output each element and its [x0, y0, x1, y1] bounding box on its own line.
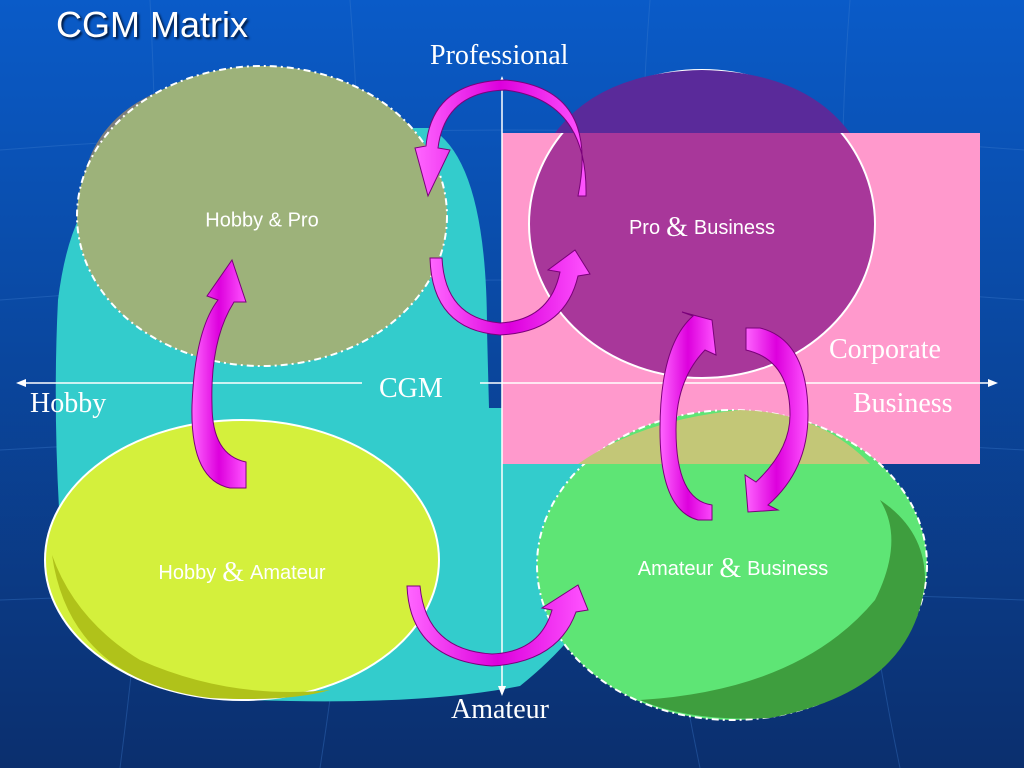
- hobby-amateur-ellipse: [44, 419, 440, 701]
- arrow-right-up: [659, 311, 717, 521]
- slide-title: CGM Matrix: [56, 4, 248, 45]
- bubble-amateur-business-left: Amateur: [637, 558, 714, 580]
- bubble-amateur-business-right: Business: [747, 558, 829, 580]
- center-label-cgm: CGM: [379, 373, 443, 404]
- bubble-label-pro-business: Pro&Business: [629, 212, 775, 244]
- cycle-arrows: [191, 79, 809, 667]
- arrow-left-up: [191, 258, 247, 489]
- pro-business-top-shade: [555, 70, 850, 133]
- horizontal-axis-left-arrowhead: [16, 379, 26, 387]
- bubble-pro-business-right: Business: [693, 217, 776, 239]
- bubble-hobby-amateur-right: Amateur: [250, 562, 326, 584]
- arrow-right-down: [744, 327, 809, 513]
- bubble-label-hobby-amateur: Hobby&Amateur: [158, 557, 325, 589]
- bubble-hobby-amateur-left: Hobby: [158, 562, 217, 584]
- arrow-top-left: [414, 79, 587, 198]
- arrow-bottom-left: [406, 584, 589, 667]
- axis-label-business: Business: [853, 388, 953, 419]
- axes: [16, 76, 998, 696]
- axis-label-professional: Professional: [430, 40, 569, 71]
- axis-label-hobby: Hobby: [30, 388, 107, 419]
- bubble-label-amateur-business: Amateur&Business: [638, 553, 829, 585]
- bubble-pro-business-amp: &: [666, 212, 688, 243]
- axis-label-amateur: Amateur: [451, 694, 549, 725]
- arrow-top-right: [429, 249, 591, 336]
- bubble-pro-business-left: Pro: [628, 217, 661, 239]
- bubble-hobby-amateur-amp: &: [222, 557, 244, 588]
- hobby-pro-ellipse: [76, 65, 448, 367]
- region-label-corporate: Corporate: [829, 334, 941, 365]
- horizontal-axis-right-arrowhead: [988, 379, 998, 387]
- amateur-business-shade: [640, 500, 925, 719]
- bubble-label-hobby-pro: Hobby & Pro: [205, 209, 319, 232]
- bubble-amateur-business-amp: &: [719, 553, 742, 584]
- vertical-axis-bottom-arrowhead: [498, 686, 506, 696]
- hobby-amateur-shade: [52, 555, 330, 699]
